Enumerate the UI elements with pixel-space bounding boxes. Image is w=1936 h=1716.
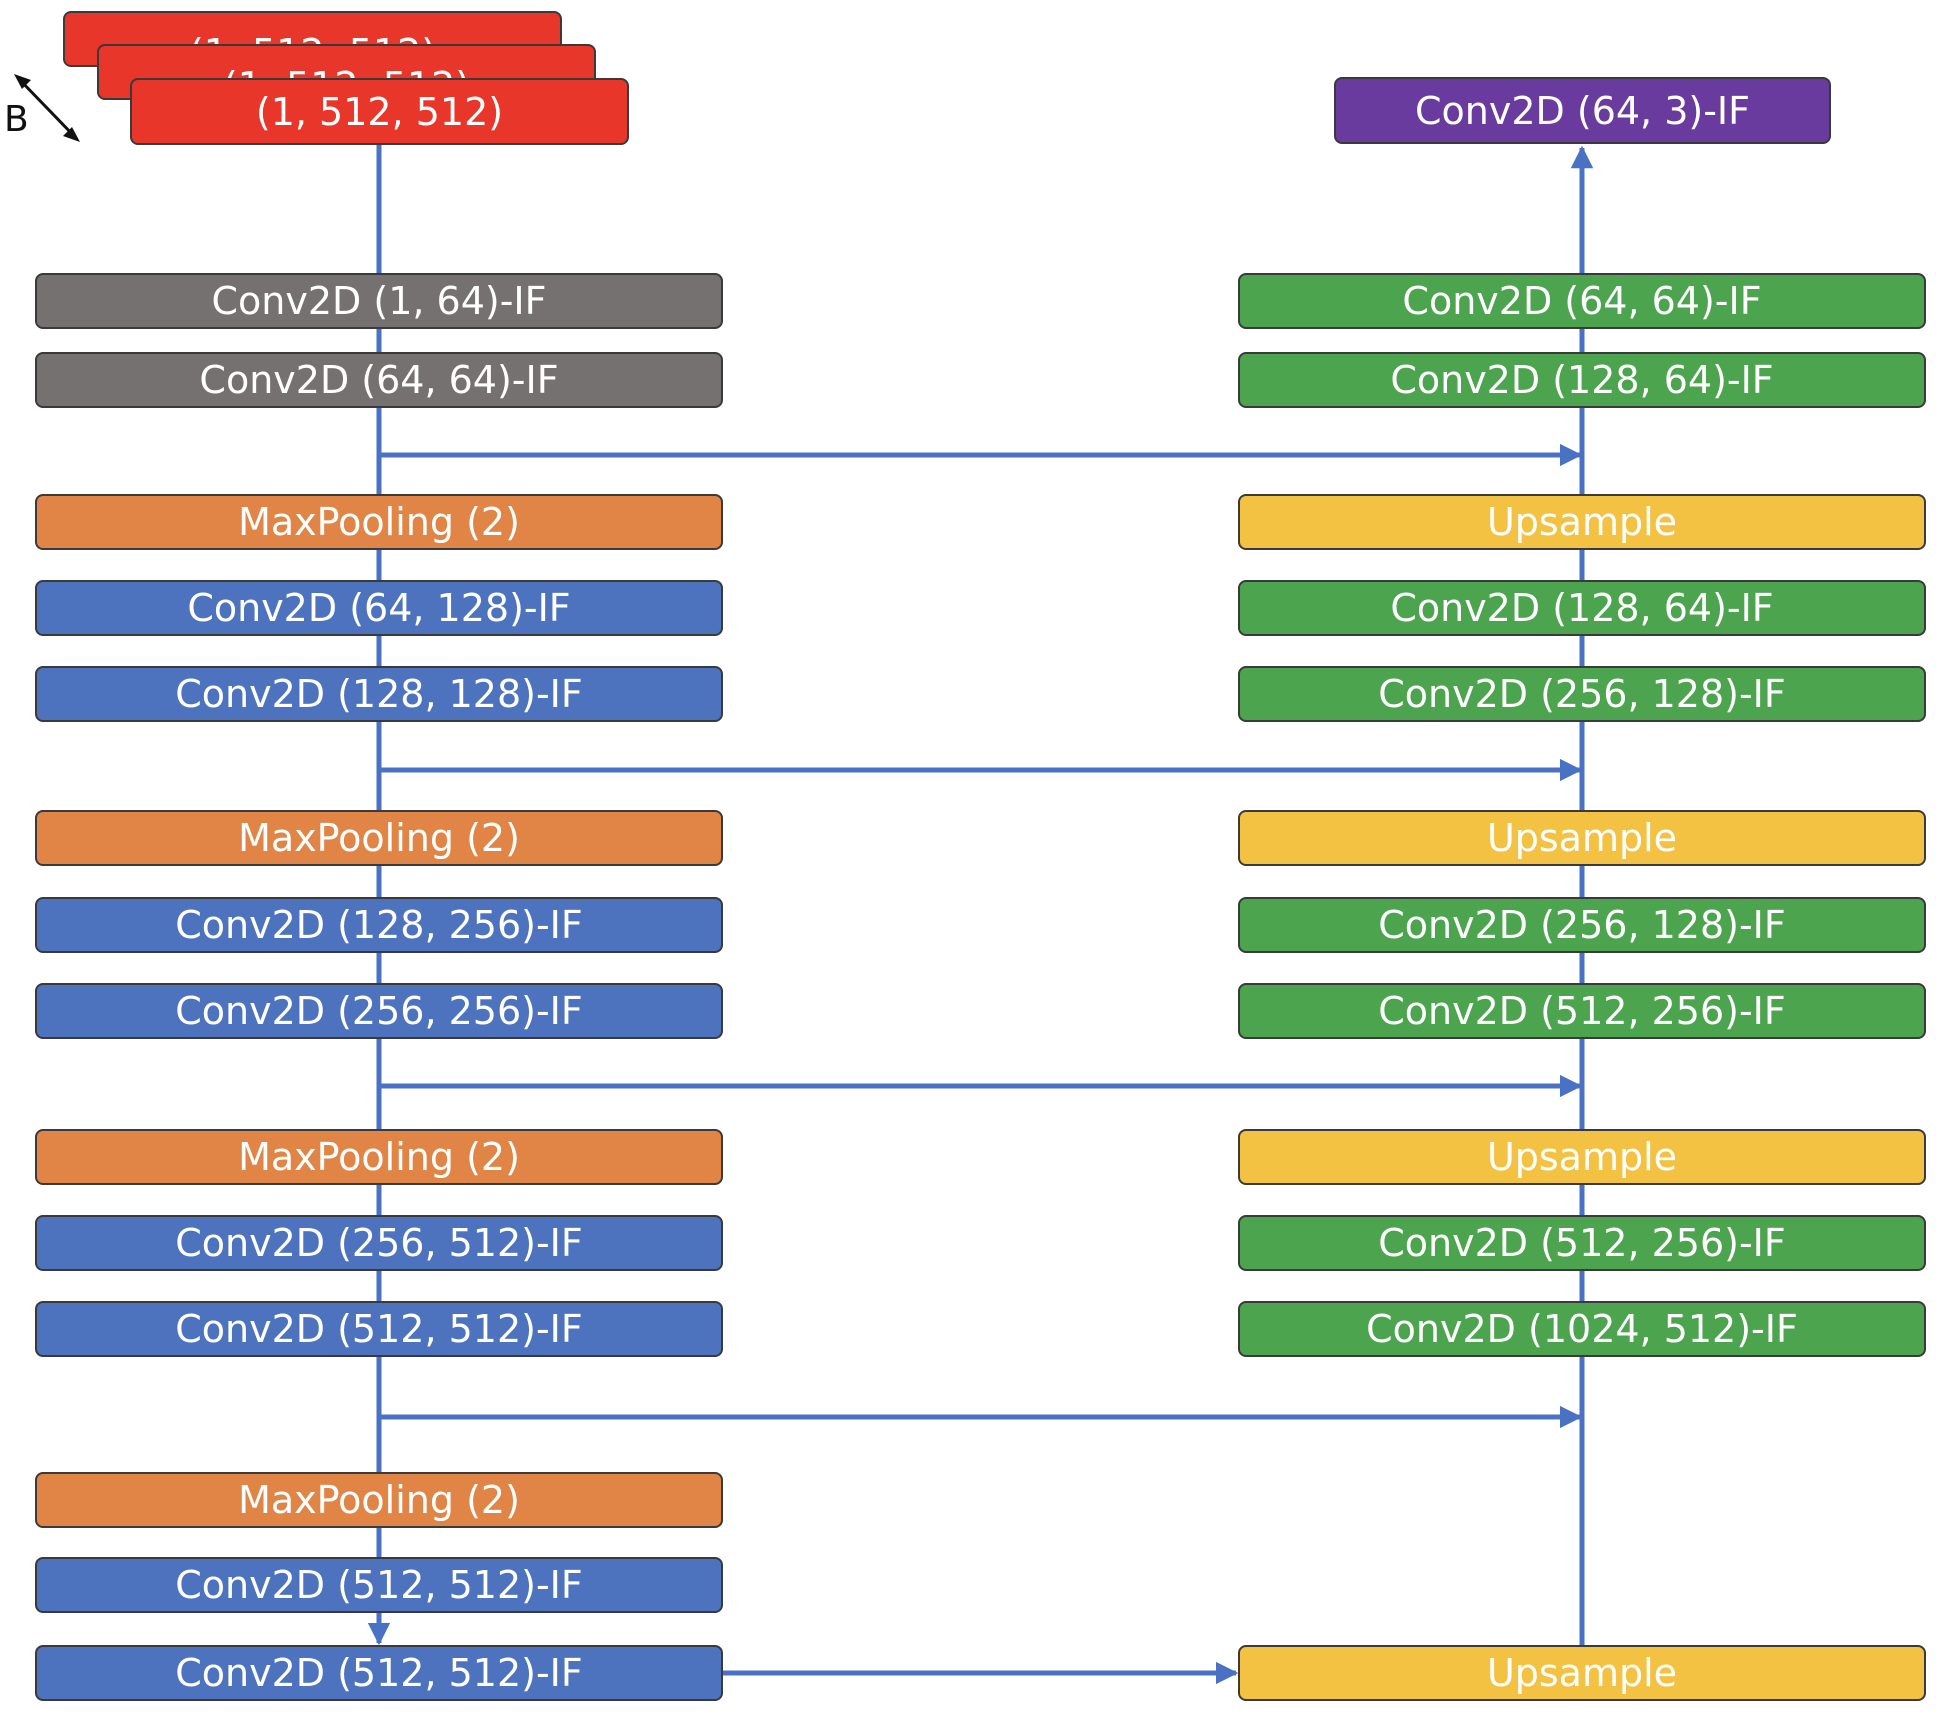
decoder-layer: Conv2D (128, 64)-IF [1238,580,1926,636]
output-layer-label: Conv2D (64, 3)-IF [1415,88,1750,133]
layer-label: Conv2D (512, 512)-IF [175,1651,583,1695]
encoder-layer: Conv2D (256, 512)-IF [35,1215,723,1271]
layer-label: Conv2D (128, 64)-IF [1390,586,1774,630]
encoder-layer: MaxPooling (2) [35,810,723,866]
layer-label: Conv2D (128, 256)-IF [175,903,583,947]
layer-label: MaxPooling (2) [238,1478,520,1522]
bottleneck-layer: Conv2D (512, 512)-IF [35,1645,723,1701]
decoder-layer: Upsample [1238,1645,1926,1701]
decoder-layer: Conv2D (512, 256)-IF [1238,983,1926,1039]
input-layer-front: (1, 512, 512) [130,78,629,145]
layer-label: Conv2D (256, 128)-IF [1378,903,1786,947]
encoder-layer: Conv2D (256, 256)-IF [35,983,723,1039]
layer-label: Conv2D (512, 256)-IF [1378,989,1786,1033]
layer-label: Conv2D (256, 128)-IF [1378,672,1786,716]
layer-label: MaxPooling (2) [238,500,520,544]
encoder-layer: Conv2D (128, 128)-IF [35,666,723,722]
layer-label: Upsample [1486,1651,1678,1695]
layer-label: Conv2D (256, 256)-IF [175,989,583,1033]
decoder-layer: Upsample [1238,1129,1926,1185]
layer-label: Conv2D (64, 64)-IF [199,358,559,402]
decoder-layer: Conv2D (256, 128)-IF [1238,897,1926,953]
encoder-layer: Conv2D (64, 64)-IF [35,352,723,408]
layer-label: Conv2D (1024, 512)-IF [1366,1307,1798,1351]
layer-label: Conv2D (256, 512)-IF [175,1221,583,1265]
layer-label: Conv2D (1, 64)-IF [211,279,547,323]
layer-label: Upsample [1486,500,1678,544]
output-conv-layer: Conv2D (64, 3)-IF [1334,77,1831,144]
encoder-layer: MaxPooling (2) [35,1129,723,1185]
batch-dimension-arrow [14,74,80,142]
layer-label: MaxPooling (2) [238,816,520,860]
layer-label: Conv2D (64, 64)-IF [1402,279,1762,323]
flow-arrows [367,145,1594,1685]
encoder-layer: Conv2D (1, 64)-IF [35,273,723,329]
input-shape-label: (1, 512, 512) [255,89,504,134]
layer-label: Conv2D (128, 128)-IF [175,672,583,716]
batch-label: B [4,99,29,140]
decoder-layer: Conv2D (512, 256)-IF [1238,1215,1926,1271]
layer-label: Conv2D (64, 128)-IF [187,586,571,630]
layer-label: Upsample [1486,816,1678,860]
encoder-layer: MaxPooling (2) [35,494,723,550]
encoder-layer: MaxPooling (2) [35,1472,723,1528]
decoder-layer: Conv2D (256, 128)-IF [1238,666,1926,722]
encoder-layer: Conv2D (128, 256)-IF [35,897,723,953]
layer-label: Conv2D (128, 64)-IF [1390,358,1774,402]
decoder-layer: Upsample [1238,810,1926,866]
encoder-layer: Conv2D (512, 512)-IF [35,1557,723,1613]
layer-label: Conv2D (512, 512)-IF [175,1307,583,1351]
layer-label: Upsample [1486,1135,1678,1179]
decoder-layer: Conv2D (128, 64)-IF [1238,352,1926,408]
decoder-layer: Conv2D (64, 64)-IF [1238,273,1926,329]
encoder-layer: Conv2D (64, 128)-IF [35,580,723,636]
layer-label: MaxPooling (2) [238,1135,520,1179]
layer-label: Conv2D (512, 256)-IF [1378,1221,1786,1265]
encoder-layer: Conv2D (512, 512)-IF [35,1301,723,1357]
decoder-layer: Upsample [1238,494,1926,550]
layer-label: Conv2D (512, 512)-IF [175,1563,583,1607]
decoder-layer: Conv2D (1024, 512)-IF [1238,1301,1926,1357]
